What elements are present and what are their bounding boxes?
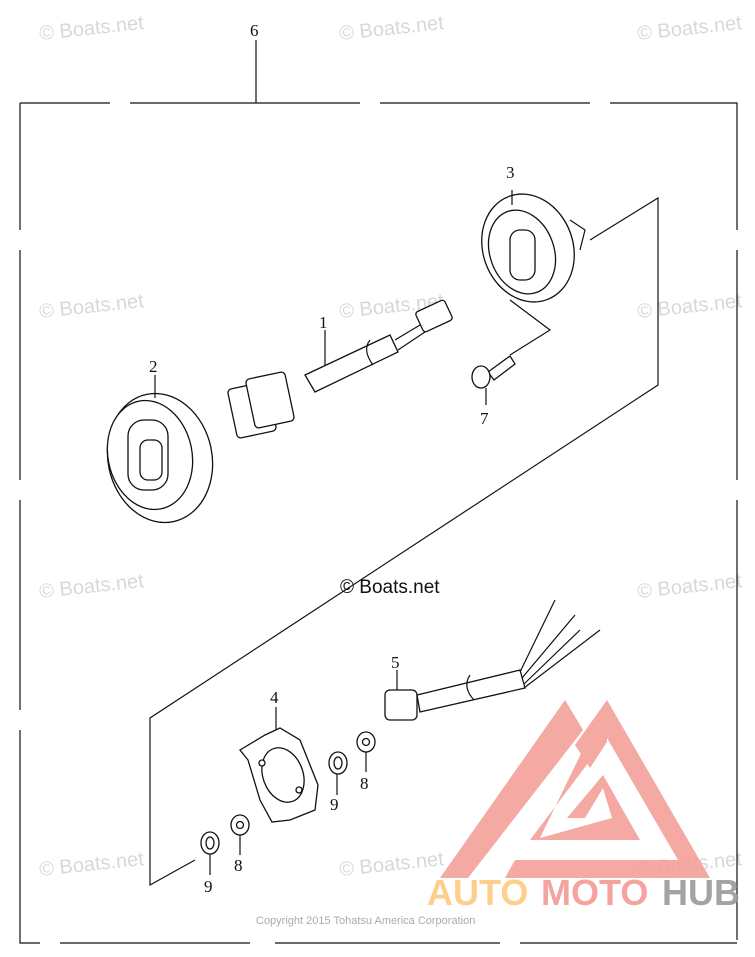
watermark: © Boats.net [636,570,743,603]
assembly-frame [19,40,738,944]
automotohub-logo: AUTO MOTO HUB [427,700,740,913]
logo-moto: MOTO [541,872,648,913]
watermark: © Boats.net [38,12,145,45]
copyright-text: Copyright 2015 Tohatsu America Corporati… [256,915,475,927]
callout-8: 8 [234,856,243,875]
part-3-socket [481,190,586,303]
part-1-harness [227,299,453,439]
part-5-harness [384,599,601,721]
watermark: © Boats.net [636,290,743,323]
watermark: © Boats.net [38,848,145,881]
part-8-nut-a [356,731,376,772]
callout-8: 8 [360,774,369,793]
callout-5: 5 [391,653,400,672]
part-7-screw [471,355,516,405]
logo-hub: HUB [662,872,740,913]
watermark: © Boats.net [636,12,743,45]
callout-9: 9 [330,795,339,814]
callout-6: 6 [250,21,259,40]
part-4-plate [239,707,319,823]
part-9-washer-b [200,831,220,875]
part-2-housing [106,375,214,524]
watermark: © Boats.net [338,12,445,45]
callout-7: 7 [480,409,489,428]
watermark: © Boats.net [38,290,145,323]
callout-4: 4 [270,688,279,707]
callout-9: 9 [204,877,213,896]
callout-3: 3 [506,163,515,182]
watermarks: © Boats.net © Boats.net © Boats.net © Bo… [38,12,743,881]
center-watermark: © Boats.net [340,577,440,598]
callout-1: 1 [319,313,328,332]
part-8-nut-b [230,814,250,855]
part-9-washer-a [328,751,348,795]
watermark: © Boats.net [38,570,145,603]
logo-auto: AUTO [427,872,528,913]
callout-2: 2 [149,357,158,376]
callouts: 6 3 1 2 7 5 4 8 9 8 9 [149,21,515,896]
inner-outline [149,196,659,887]
